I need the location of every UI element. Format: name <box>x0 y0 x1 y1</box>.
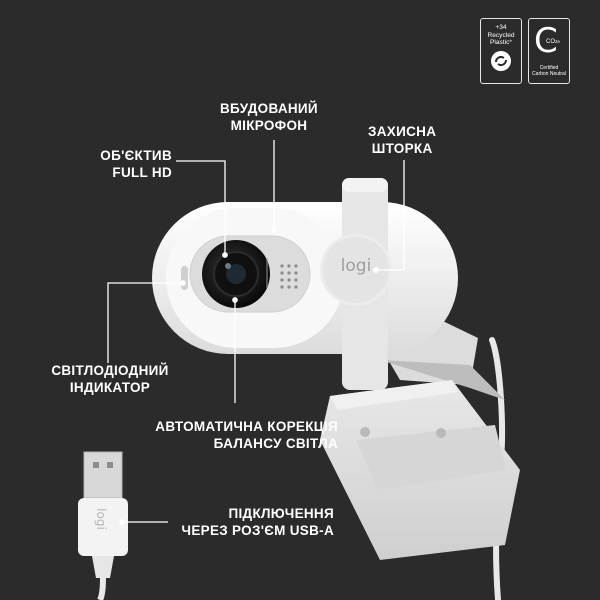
usb-metal-plug <box>83 451 123 499</box>
shutter-callout-line2: ШТОРКА <box>371 141 433 156</box>
recycled-percent: +34 <box>495 24 507 31</box>
lens-callout: ОБ'ЄКТИВ FULL HD <box>92 147 172 181</box>
certified-label: Certified <box>539 65 559 71</box>
mic-callout-line1: ВБУДОВАНИЙ <box>220 101 318 116</box>
lens-callout-line2: FULL HD <box>112 165 172 180</box>
led-callout: СВІТЛОДІОДНИЙ ІНДИКАТОР <box>40 362 180 396</box>
led-callout-line <box>107 282 183 363</box>
co2-label: CO <box>546 39 555 45</box>
lens-callout-line1: ОБ'ЄКТИВ <box>100 148 172 163</box>
stand-screw-left <box>360 427 370 437</box>
stand-screw-right <box>436 428 446 438</box>
light-callout-line1: АВТОМАТИЧНА КОРЕКЦІЯ <box>155 419 338 434</box>
recycle-icon <box>491 50 511 71</box>
led-callout-line1: СВІТЛОДІОДНИЙ <box>51 363 169 378</box>
shutter-callout-line <box>376 160 405 271</box>
shutter-callout-line1: ЗАХИСНА <box>368 124 437 139</box>
webcam-stand <box>320 310 520 560</box>
light-callout: АВТОМАТИЧНА КОРЕКЦІЯ БАЛАНСУ СВІТЛА <box>130 418 338 452</box>
mic-callout: ВБУДОВАНИЙ МІКРОФОН <box>220 100 318 134</box>
usb-callout-line2: ЧЕРЕЗ РОЗ'ЄМ USB-A <box>181 523 334 538</box>
mic-callout-line2: МІКРОФОН <box>230 118 308 133</box>
light-callout-line2: БАЛАНСУ СВІТЛА <box>213 436 338 451</box>
shutter-callout: ЗАХИСНА ШТОРКА <box>368 123 436 157</box>
co2-subscript: 2e <box>555 39 561 44</box>
carbon-neutral-badge: C CO2e Certified Carbon Neutral <box>528 18 570 84</box>
recycled-label: Recycled <box>487 31 515 39</box>
recycled-plastic-badge: +34 Recycled Plastic* <box>480 18 522 84</box>
carbon-c-mark: C <box>534 21 558 61</box>
microphone-grille <box>280 264 298 289</box>
carbon-neutral-label: Carbon Neutral <box>532 71 566 77</box>
lens-callout-line <box>176 160 226 255</box>
logitech-logo: logi <box>340 256 372 276</box>
led-callout-line2: ІНДИКАТОР <box>69 380 151 395</box>
usb-plug-body <box>78 498 128 556</box>
usb-callout: ПІДКЛЮЧЕННЯ ЧЕРЕЗ РОЗ'ЄМ USB-A <box>172 505 334 539</box>
recycled-plastic-label: Plastic* <box>490 39 512 47</box>
privacy-shutter <box>320 178 392 390</box>
usb-callout-line1: ПІДКЛЮЧЕННЯ <box>228 506 334 521</box>
